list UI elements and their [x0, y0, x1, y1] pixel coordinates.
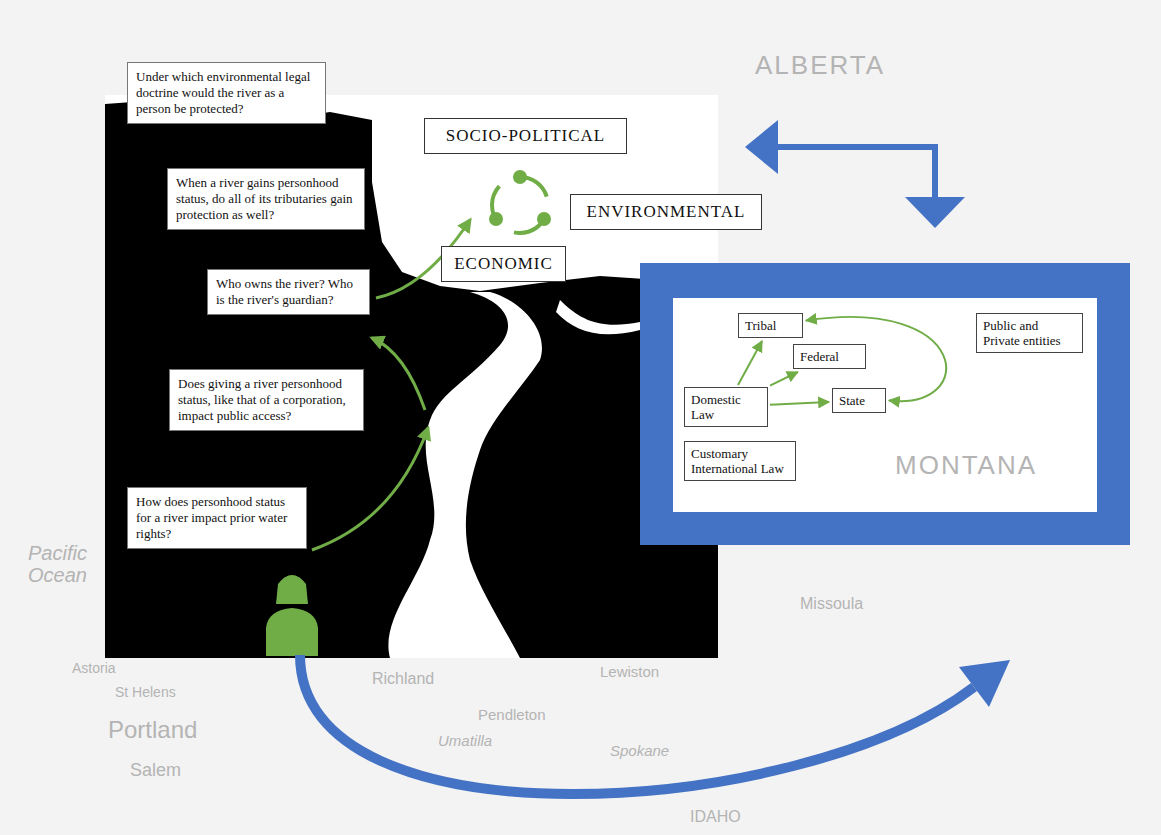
arrow-head — [959, 660, 1010, 707]
law-box: Domestic Law — [684, 387, 768, 427]
flow-arrow — [372, 338, 425, 410]
map-label: Pendleton — [478, 706, 546, 723]
map-label: Astoria — [72, 660, 116, 676]
map-label: Lewiston — [600, 663, 659, 680]
box-text: State — [839, 393, 879, 408]
box-text: Domestic Law — [691, 392, 761, 422]
cycle-dot — [537, 212, 551, 226]
map-label: Pacific Ocean — [28, 542, 102, 586]
map-label: Missoula — [800, 595, 863, 613]
law-box: Customary International Law — [684, 441, 796, 481]
map-label: Umatilla — [438, 732, 492, 749]
category-box: SOCIO-POLITICAL — [424, 118, 627, 154]
map-label: Portland — [108, 716, 197, 744]
law-box: Federal — [793, 344, 866, 369]
box-text: How does personhood status for a river i… — [136, 494, 298, 542]
map-label: Spokane — [610, 742, 669, 759]
question-box: How does personhood status for a river i… — [127, 487, 307, 549]
connector-arrow — [738, 341, 762, 385]
box-text: Public and Private entities — [983, 318, 1076, 348]
box-text: Tribal — [745, 318, 796, 333]
box-text: ENVIRONMENTAL — [579, 202, 753, 222]
river — [388, 292, 542, 658]
box-text: Does giving a river personhood status, l… — [178, 376, 355, 424]
box-text: SOCIO-POLITICAL — [433, 126, 618, 146]
question-box: Under which environmental legal doctrine… — [127, 62, 326, 124]
connector-arrow — [770, 372, 798, 386]
person-body — [266, 608, 318, 656]
question-box: When a river gains personhood status, do… — [167, 168, 365, 230]
person-hair — [276, 575, 308, 604]
arrow-head — [905, 197, 965, 228]
arrow-head — [745, 120, 778, 174]
entity-box: Public and Private entities — [976, 313, 1083, 353]
connector-arrow — [770, 402, 829, 405]
map-label: Salem — [130, 760, 181, 781]
cycle-icon — [492, 177, 548, 233]
question-box: Does giving a river personhood status, l… — [169, 369, 364, 431]
box-text: Federal — [800, 349, 859, 364]
sky — [372, 95, 718, 291]
cycle-dot — [489, 212, 503, 226]
frame-inner — [673, 298, 1097, 512]
blue-frame — [640, 263, 1130, 545]
question-box: Who owns the river? Who is the river's g… — [207, 269, 370, 315]
box-text: Customary International Law — [691, 446, 789, 476]
law-box: State — [832, 388, 886, 413]
box-text: When a river gains personhood status, do… — [176, 175, 356, 223]
cycle-dot — [513, 170, 527, 184]
river-reflection — [556, 300, 640, 334]
category-box: ECONOMIC — [441, 246, 566, 282]
map-label: St Helens — [115, 684, 176, 700]
river-photo — [105, 95, 718, 658]
box-text: Under which environmental legal doctrine… — [136, 69, 317, 117]
map-label: ALBERTA — [755, 50, 885, 81]
category-box: ENVIRONMENTAL — [570, 194, 762, 230]
box-text: ECONOMIC — [450, 254, 557, 274]
curved-arrow — [300, 655, 974, 794]
map-label: IDAHO — [690, 808, 741, 826]
flow-arrow — [312, 428, 428, 550]
map-label: MONTANA — [895, 450, 1037, 481]
law-box: Tribal — [738, 313, 803, 338]
bent-arrow — [776, 147, 935, 200]
map-label: Richland — [372, 670, 434, 688]
box-text: Who owns the river? Who is the river's g… — [216, 276, 361, 308]
